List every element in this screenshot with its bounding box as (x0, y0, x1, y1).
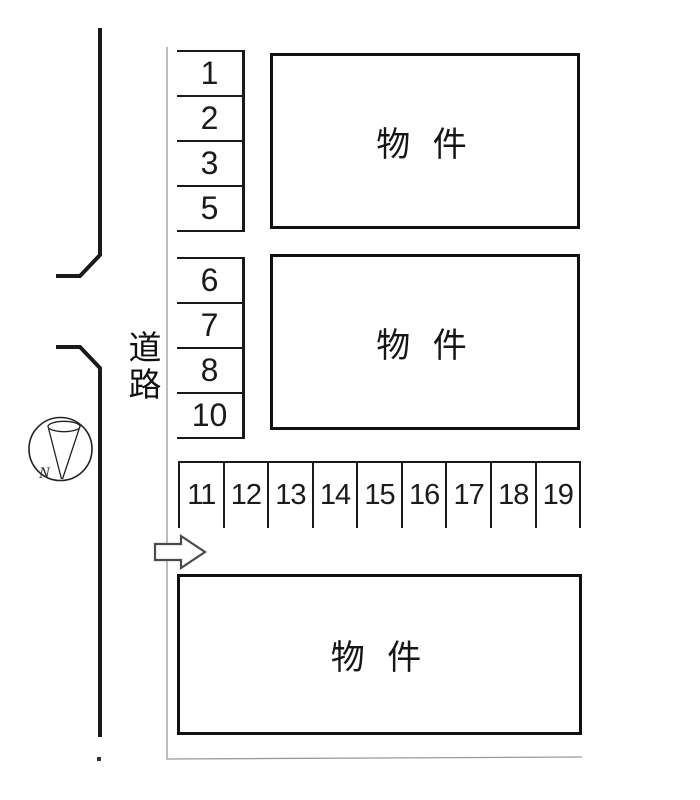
stall-3: 3 (177, 140, 245, 185)
compass-circle (28, 416, 93, 482)
compass-icon: N (28, 416, 93, 482)
building-top: 物 件 (270, 53, 580, 229)
stall-10: 10 (177, 392, 245, 437)
building-middle: 物 件 (270, 254, 580, 430)
stall-column-a: 1 2 3 5 (177, 50, 245, 232)
stall-6: 6 (177, 257, 245, 302)
stall-5: 5 (177, 185, 245, 230)
stall-row: 11 12 13 14 15 16 17 18 19 (178, 461, 582, 528)
building-bottom-label: 物 件 (330, 640, 429, 677)
stall-7: 7 (177, 302, 245, 347)
building-top-label: 物 件 (376, 126, 474, 164)
building-middle-label: 物 件 (376, 327, 474, 365)
stall-14: 14 (311, 463, 357, 528)
stall-11: 11 (178, 463, 223, 528)
stall-18: 18 (489, 463, 535, 528)
entrance-arrow-icon (153, 533, 207, 571)
stall-column-b: 6 7 8 10 (177, 257, 245, 439)
scan-dot (97, 757, 101, 761)
stall-19: 19 (534, 463, 582, 528)
stall-1: 1 (177, 50, 245, 95)
building-bottom: 物 件 (177, 574, 582, 735)
stall-15: 15 (356, 463, 401, 528)
compass-needle-top (47, 420, 81, 433)
stall-12: 12 (222, 463, 268, 528)
stall-2: 2 (177, 95, 245, 140)
compass-north-label: N (38, 465, 51, 482)
road-label: 道路 (123, 330, 159, 404)
compass-needle-left-edge (47, 428, 63, 480)
lot-boundary-line (166, 47, 583, 760)
stall-8: 8 (177, 347, 245, 392)
road-edge-lower (56, 345, 102, 737)
road-edge-upper (56, 28, 102, 278)
stall-13: 13 (267, 463, 312, 528)
stall-17: 17 (445, 463, 490, 528)
stall-16: 16 (400, 463, 446, 528)
compass-needle-right-edge (61, 426, 81, 480)
